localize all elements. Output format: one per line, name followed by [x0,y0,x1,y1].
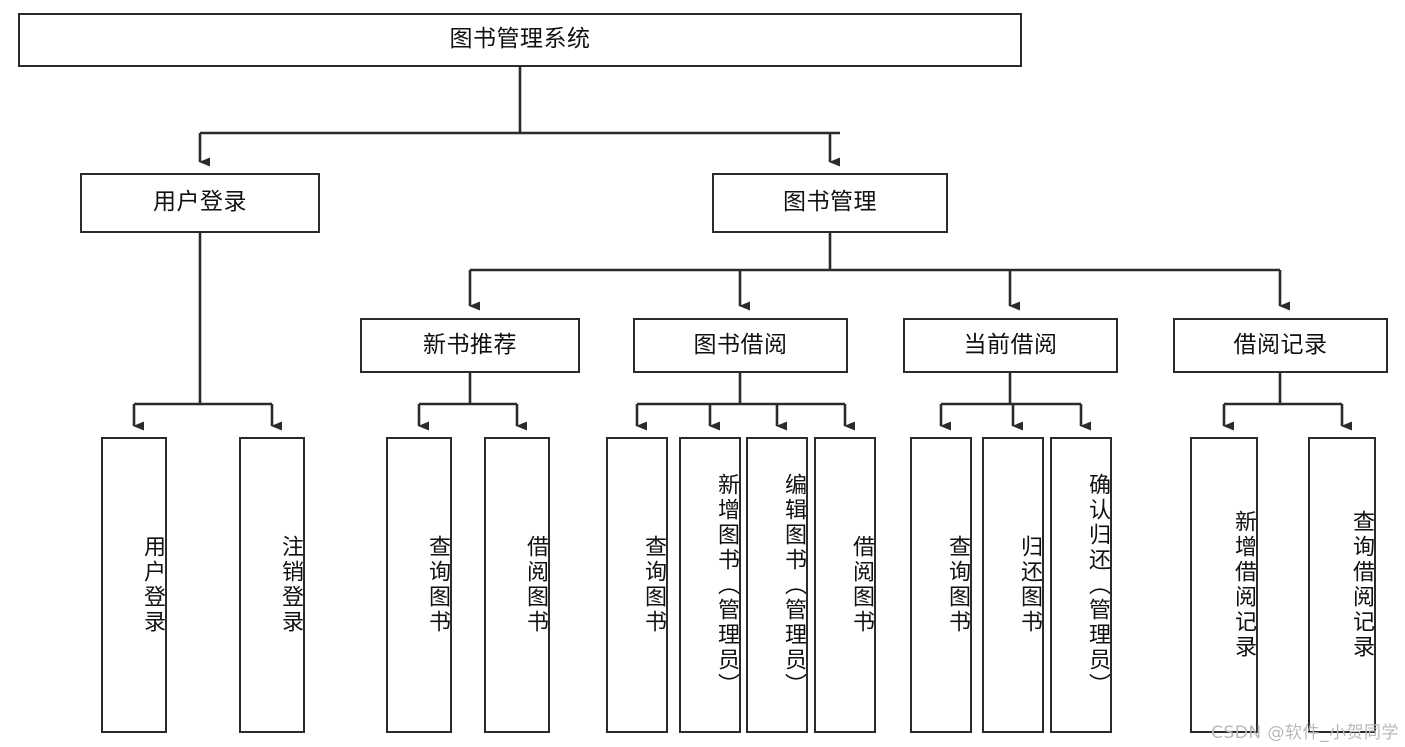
node-current-borrow[interactable]: 当前借阅 [903,318,1118,373]
node-new-book-recommend[interactable]: 新书推荐 [360,318,580,373]
leaf-add-borrow-record[interactable]: 新增借阅记录 [1190,437,1258,733]
node-new-book-recommend-label: 新书推荐 [423,331,517,358]
leaf-label: 查询图书 [641,535,666,635]
node-root-label: 图书管理系统 [449,26,591,53]
leaf-label: 用户登录 [140,535,165,635]
node-borrow-record-label: 借阅记录 [1233,331,1328,358]
node-user-login-label: 用户登录 [153,189,247,216]
leaf-label: 新增图书（管理员） [714,472,739,698]
node-book-borrow-label: 图书借阅 [693,331,788,358]
watermark-text: CSDN @软件_小贺同学 [1211,723,1399,743]
leaf-query-book-recommend[interactable]: 查询图书 [386,437,452,733]
leaf-return-book[interactable]: 归还图书 [982,437,1044,733]
leaf-confirm-return-admin[interactable]: 确认归还（管理员） [1050,437,1112,733]
leaf-label: 查询图书 [945,535,970,635]
leaf-edit-book-admin[interactable]: 编辑图书（管理员） [746,437,808,733]
leaf-label: 注销登录 [278,535,303,635]
leaf-label: 查询图书 [425,535,450,635]
node-root[interactable]: 图书管理系统 [18,13,1022,67]
leaf-query-borrow-record[interactable]: 查询借阅记录 [1308,437,1376,733]
leaf-query-book-current[interactable]: 查询图书 [910,437,972,733]
leaf-label: 归还图书 [1017,535,1042,635]
leaf-user-login[interactable]: 用户登录 [101,437,167,733]
leaf-borrow-book-recommend[interactable]: 借阅图书 [484,437,550,733]
leaf-add-book-admin[interactable]: 新增图书（管理员） [679,437,741,733]
leaf-label: 确认归还（管理员） [1085,472,1110,698]
leaf-borrow-book[interactable]: 借阅图书 [814,437,876,733]
leaf-label: 借阅图书 [523,535,548,635]
node-book-management[interactable]: 图书管理 [712,173,948,233]
leaf-label: 查询借阅记录 [1349,510,1374,660]
leaf-user-logout[interactable]: 注销登录 [239,437,305,733]
node-current-borrow-label: 当前借阅 [963,331,1058,358]
node-book-borrow[interactable]: 图书借阅 [633,318,848,373]
leaf-label: 新增借阅记录 [1231,510,1256,660]
node-borrow-record[interactable]: 借阅记录 [1173,318,1388,373]
leaf-label: 编辑图书（管理员） [781,472,806,698]
node-user-login[interactable]: 用户登录 [80,173,320,233]
node-book-management-label: 图书管理 [783,189,877,216]
leaf-label: 借阅图书 [849,535,874,635]
leaf-query-book[interactable]: 查询图书 [606,437,668,733]
